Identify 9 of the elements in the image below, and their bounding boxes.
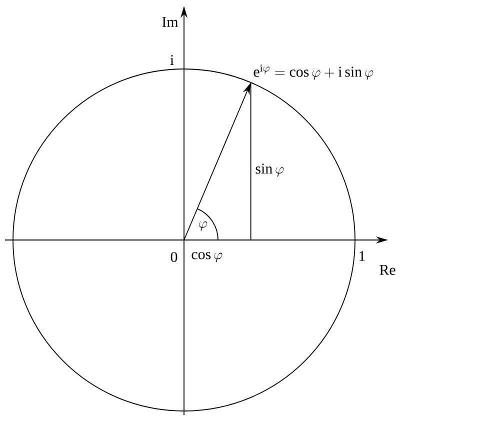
tick-label: 1 — [360, 251, 365, 261]
angle-label: $\varphi$ — [199, 221, 208, 231]
side-label: $\cos\varphi$ — [192, 252, 222, 262]
side-label: $\sin\varphi$ — [256, 164, 284, 177]
axis-label: Re — [380, 265, 396, 275]
axis-label: Im — [162, 17, 178, 27]
tick-label: i — [170, 55, 174, 65]
formula-label: $\mathrm{e}^{\mathrm{i}\varphi} = \cos\varphi + \mathrm{i}\sin\varphi$ — [254, 64, 374, 80]
tick-label: 0 — [170, 252, 178, 262]
